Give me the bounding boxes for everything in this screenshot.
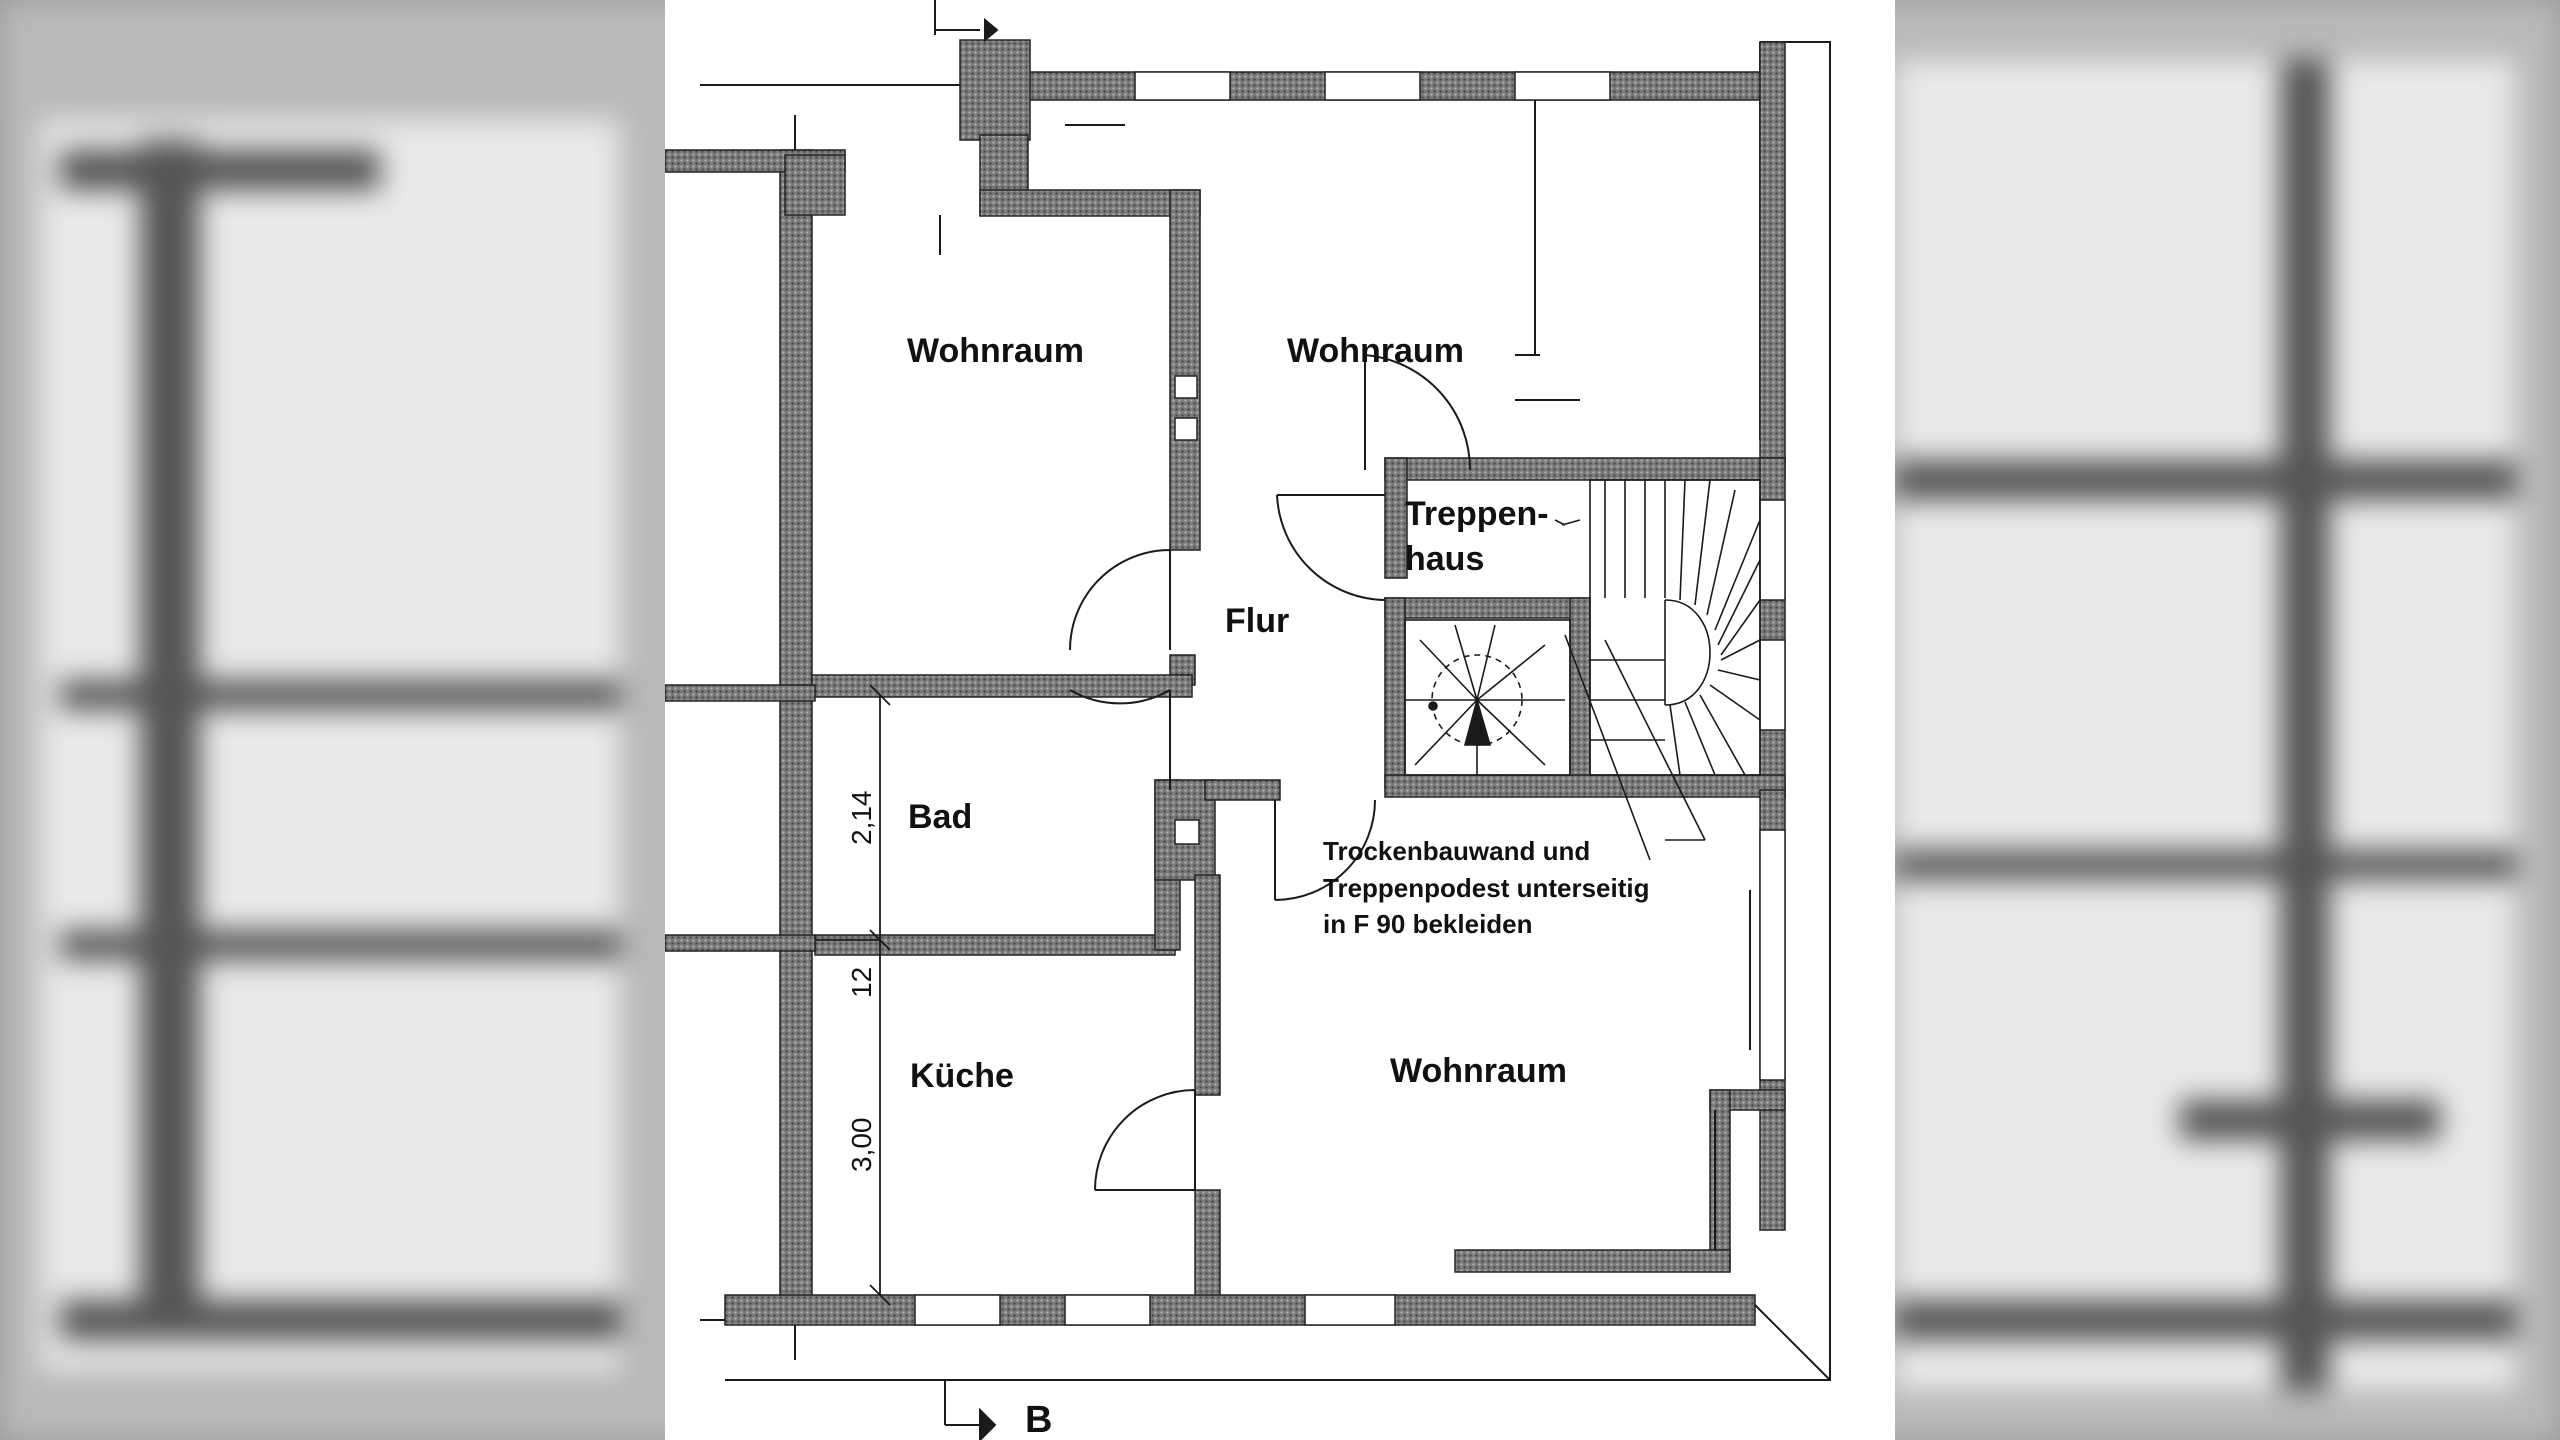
room-label-wohnraum-top-left: Wohnraum [907, 332, 1084, 370]
section-marker-b: B [1025, 1399, 1052, 1440]
note-line-2: Treppenpodest unterseitig [1323, 873, 1650, 903]
windows [914, 71, 1786, 1326]
room-label-wohnraum-bottom: Wohnraum [1390, 1052, 1567, 1090]
walls [665, 39, 1786, 1326]
note-line-3: in F 90 bekleiden [1323, 909, 1533, 939]
chimney-flues [1174, 375, 1200, 845]
staircase [1404, 479, 1761, 861]
room-label-bad: Bad [908, 798, 972, 836]
doors [1069, 354, 1472, 1191]
room-label-wohnraum-top-right: Wohnraum [1287, 332, 1464, 370]
room-label-treppenhaus-1: Treppen- [1405, 495, 1549, 533]
room-label-flur: Flur [1225, 602, 1289, 640]
interior-lines [939, 100, 1751, 1250]
floor-plan-sheet: Wohnraum Wohnraum Treppen- haus Flur Bad… [665, 0, 1895, 1440]
room-label-kueche: Küche [910, 1057, 1014, 1095]
dimension-wall-thickness: 12 [846, 967, 877, 998]
floor-plan-drawing: Wohnraum Wohnraum Treppen- haus Flur Bad… [665, 0, 1831, 1440]
outer-frame-lines [700, 41, 1831, 1381]
dimension-kueche-width: 3,00 [846, 1118, 877, 1173]
note-line-1: Trockenbauwand und [1323, 836, 1590, 866]
room-label-treppenhaus-2: haus [1405, 540, 1484, 578]
section-markers [934, 0, 999, 1440]
dimension-bad-width: 2,14 [846, 791, 877, 846]
dimension-lines [815, 684, 891, 1306]
